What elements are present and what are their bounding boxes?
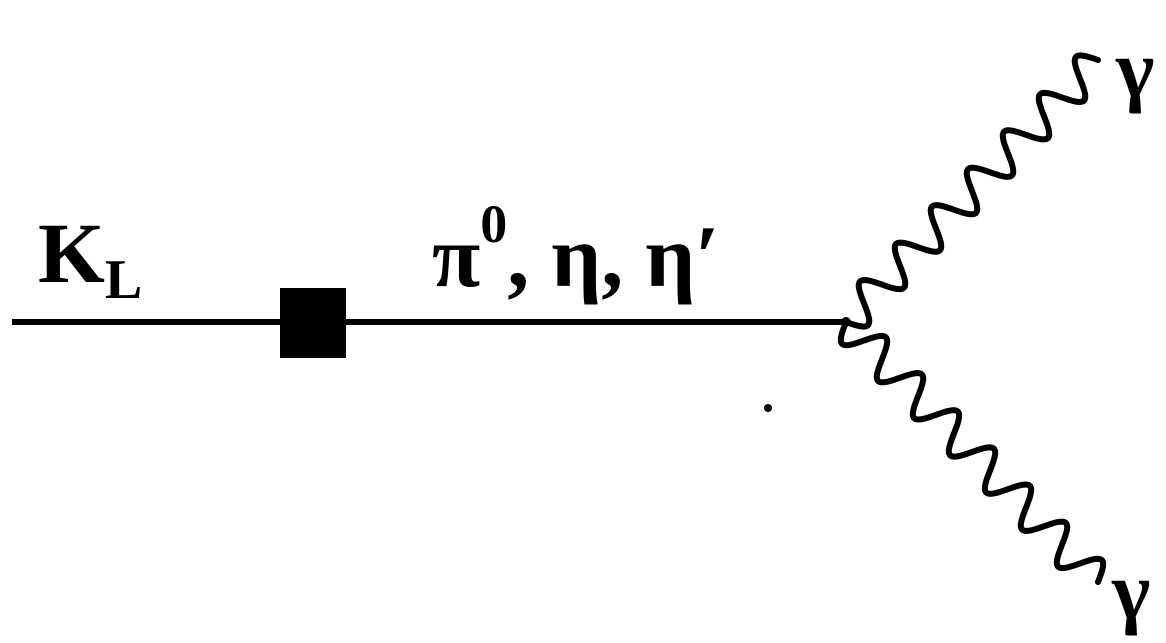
kl-label: KL	[38, 205, 142, 311]
kl-symbol: K	[38, 205, 105, 301]
weak-vertex-square-icon	[280, 288, 346, 358]
kl-subscript: L	[105, 249, 142, 311]
intermediate-label: π0, η, η′	[432, 194, 720, 306]
photon-bottom-label: γ	[1111, 545, 1150, 636]
photon-bottom-line	[837, 319, 1107, 585]
pi-superscript: 0	[480, 194, 507, 254]
stray-dot	[764, 404, 772, 412]
photon-top-line	[843, 52, 1101, 330]
pi-symbol: π	[432, 209, 480, 306]
photon-top-label: γ	[1115, 23, 1154, 114]
vertex-dot	[841, 317, 851, 327]
eta-list: , η, η′	[507, 209, 720, 306]
